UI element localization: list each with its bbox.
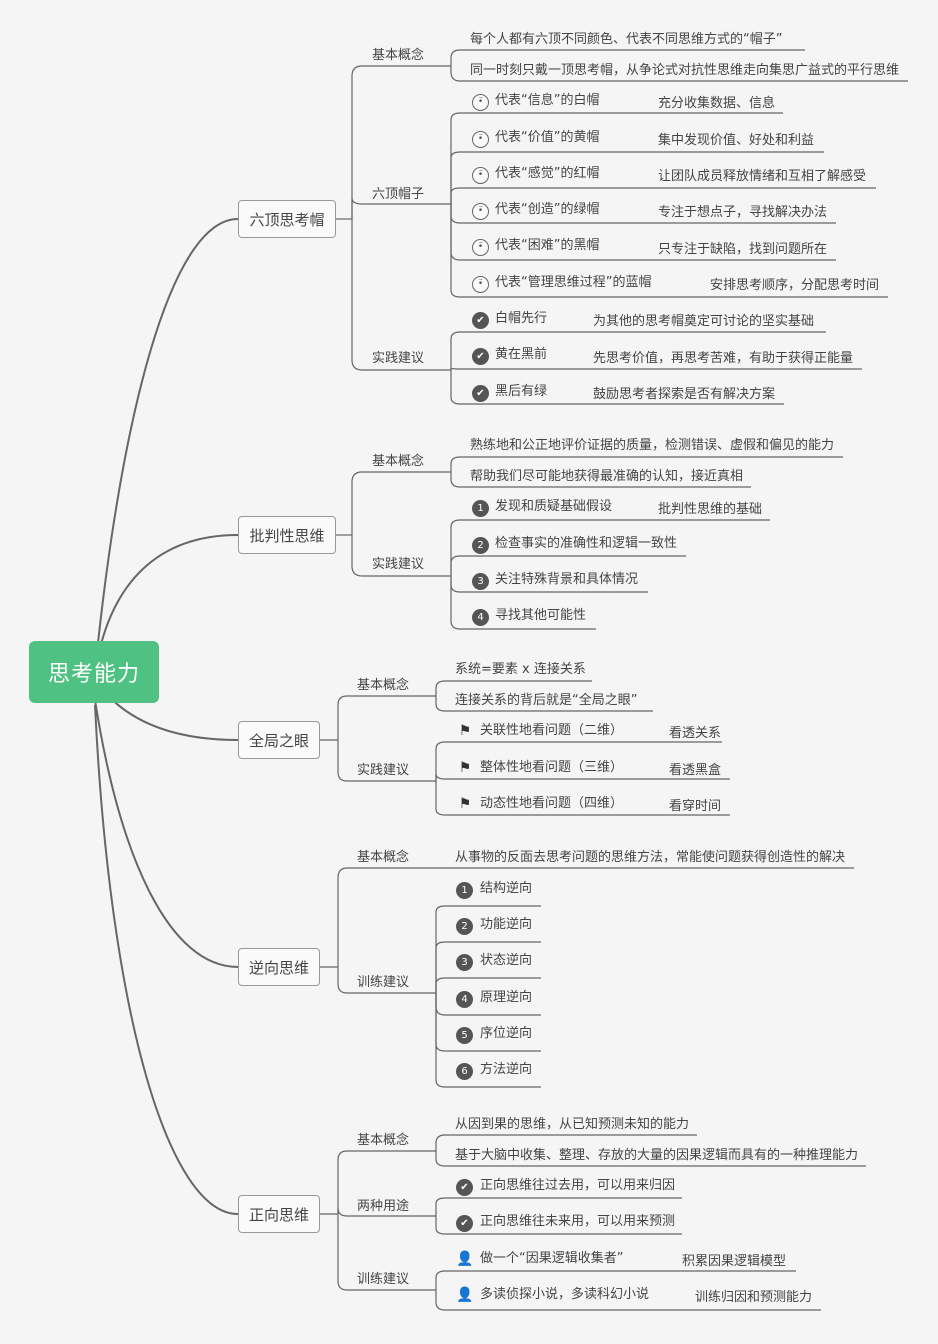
- b5-uses-label[interactable]: 两种用途: [357, 1199, 410, 1214]
- b1-hats-label[interactable]: 六顶帽子: [372, 187, 425, 202]
- hat-note-white[interactable]: 充分收集数据、信息: [658, 96, 776, 111]
- number-badge-icon: 3: [456, 954, 473, 971]
- b5-training-note-2[interactable]: 训练归因和预测能力: [695, 1290, 813, 1305]
- b2-practice-item-4[interactable]: 寻找其他可能性: [495, 608, 587, 623]
- practice-item-2[interactable]: 黄在黑前: [495, 347, 548, 362]
- number-badge-icon: 6: [456, 1063, 473, 1080]
- hat-item-red[interactable]: 代表“感觉”的红帽: [495, 166, 600, 181]
- branch-reverse-thinking[interactable]: 逆向思维: [238, 948, 320, 986]
- b4-training-item-2[interactable]: 功能逆向: [480, 917, 533, 932]
- b5-training-note-1[interactable]: 积累因果逻辑模型: [682, 1254, 787, 1269]
- practice-item-1[interactable]: 白帽先行: [495, 311, 548, 326]
- practice-note-2[interactable]: 先思考价值，再思考苦难，有助于获得正能量: [593, 351, 854, 366]
- hat-item-white[interactable]: 代表“信息”的白帽: [495, 93, 600, 108]
- number-badge-icon: 3: [472, 573, 489, 590]
- sad-face-icon: •̈: [472, 131, 489, 148]
- branch-six-hats[interactable]: 六顶思考帽: [238, 200, 336, 238]
- hat-note-red[interactable]: 让团队成员释放情绪和互相了解感受: [658, 169, 867, 184]
- root-topic[interactable]: 思考能力: [29, 641, 159, 703]
- checkmark-icon: ✔: [472, 312, 489, 329]
- number-badge-icon: 2: [456, 918, 473, 935]
- b2-practice-item-2[interactable]: 检查事实的准确性和逻辑一致性: [495, 536, 678, 551]
- b2-practice-item-3[interactable]: 关注特殊背景和具体情况: [495, 572, 639, 587]
- neutral-face-icon: •̈: [472, 276, 489, 293]
- hat-item-green[interactable]: 代表“创造”的绿帽: [495, 202, 600, 217]
- b5-use-item-2[interactable]: 正向思维往未来用，可以用来预测: [480, 1214, 676, 1229]
- neutral-face-icon: •̈: [472, 167, 489, 184]
- b4-training-item-4[interactable]: 原理逆向: [480, 990, 533, 1005]
- b3-practice-note-1[interactable]: 看透关系: [669, 726, 722, 741]
- hat-item-blue[interactable]: 代表“管理思维过程”的蓝帽: [495, 275, 652, 290]
- b5-training-item-1[interactable]: 做一个“因果逻辑收集者”: [480, 1251, 624, 1266]
- number-badge-icon: 1: [456, 882, 473, 899]
- number-badge-icon: 5: [456, 1027, 473, 1044]
- b2-concept-label[interactable]: 基本概念: [372, 454, 425, 469]
- b4-concept-text[interactable]: 从事物的反面去思考问题的思维方法，常能使问题获得创造性的解决: [455, 850, 846, 865]
- practice-item-3[interactable]: 黑后有绿: [495, 384, 548, 399]
- hat-note-black[interactable]: 只专注于缺陷，找到问题所在: [658, 242, 828, 257]
- branch-forward-thinking[interactable]: 正向思维: [238, 1195, 320, 1233]
- flag-icon: ⚑: [458, 723, 472, 739]
- b3-practice-item-1[interactable]: 关联性地看问题（二维）: [480, 723, 624, 738]
- b4-training-item-3[interactable]: 状态逆向: [480, 953, 533, 968]
- b4-training-item-6[interactable]: 方法逆向: [480, 1062, 533, 1077]
- person-icon: 👤: [456, 1287, 474, 1303]
- neutral-face-icon: •̈: [472, 94, 489, 111]
- b4-concept-label[interactable]: 基本概念: [357, 850, 410, 865]
- b1-concept-label[interactable]: 基本概念: [372, 48, 425, 63]
- hat-note-yellow[interactable]: 集中发现价值、好处和利益: [658, 133, 815, 148]
- b1-concept-item-1[interactable]: 每个人都有六顶不同颜色、代表不同思维方式的“帽子”: [470, 32, 783, 47]
- b3-concept-item-1[interactable]: 系统=要素 x 连接关系: [455, 662, 586, 677]
- checkmark-icon: ✔: [456, 1215, 473, 1232]
- b4-training-item-5[interactable]: 序位逆向: [480, 1026, 533, 1041]
- b5-training-item-2[interactable]: 多读侦探小说，多读科幻小说: [480, 1287, 650, 1302]
- hat-item-black[interactable]: 代表“困难”的黑帽: [495, 238, 600, 253]
- checkmark-icon: ✔: [472, 348, 489, 365]
- branch-global-eye[interactable]: 全局之眼: [238, 721, 320, 759]
- b2-concept-item-2[interactable]: 帮助我们尽可能地获得最准确的认知，接近真相: [470, 469, 744, 484]
- b1-practice-label[interactable]: 实践建议: [372, 351, 425, 366]
- b2-practice-note-1[interactable]: 批判性思维的基础: [658, 502, 763, 517]
- practice-note-1[interactable]: 为其他的思考帽奠定可讨论的坚实基础: [593, 314, 815, 329]
- checkmark-icon: ✔: [456, 1179, 473, 1196]
- hat-item-yellow[interactable]: 代表“价值”的黄帽: [495, 130, 600, 145]
- neutral-face-icon: •̈: [472, 203, 489, 220]
- b3-concept-item-2[interactable]: 连接关系的背后就是“全局之眼”: [455, 693, 638, 708]
- b3-concept-label[interactable]: 基本概念: [357, 678, 410, 693]
- checkmark-icon: ✔: [472, 385, 489, 402]
- b5-concept-item-2[interactable]: 基于大脑中收集、整理、存放的大量的因果逻辑而具有的一种推理能力: [455, 1148, 859, 1163]
- b2-practice-label[interactable]: 实践建议: [372, 557, 425, 572]
- flag-icon: ⚑: [458, 796, 472, 812]
- b3-practice-label[interactable]: 实践建议: [357, 763, 410, 778]
- sad-face-icon: •̈: [472, 239, 489, 256]
- b4-training-item-1[interactable]: 结构逆向: [480, 881, 533, 896]
- b4-training-label[interactable]: 训练建议: [357, 975, 410, 990]
- hat-note-green[interactable]: 专注于想点子，寻找解决办法: [658, 205, 828, 220]
- b5-use-item-1[interactable]: 正向思维往过去用，可以用来归因: [480, 1178, 676, 1193]
- number-badge-icon: 4: [472, 609, 489, 626]
- b2-concept-item-1[interactable]: 熟练地和公正地评价证据的质量，检测错误、虚假和偏见的能力: [470, 438, 835, 453]
- b5-training-label[interactable]: 训练建议: [357, 1272, 410, 1287]
- b3-practice-note-2[interactable]: 看透黑盒: [669, 763, 722, 778]
- b3-practice-item-3[interactable]: 动态性地看问题（四维）: [480, 796, 624, 811]
- b2-practice-item-1[interactable]: 发现和质疑基础假设: [495, 499, 613, 514]
- person-icon: 👤: [456, 1251, 474, 1267]
- b5-concept-item-1[interactable]: 从因到果的思维，从已知预测未知的能力: [455, 1117, 690, 1132]
- flag-icon: ⚑: [458, 760, 472, 776]
- hat-note-blue[interactable]: 安排思考顺序，分配思考时间: [710, 278, 880, 293]
- branch-critical-thinking[interactable]: 批判性思维: [238, 516, 336, 554]
- number-badge-icon: 2: [472, 537, 489, 554]
- b3-practice-note-3[interactable]: 看穿时间: [669, 799, 722, 814]
- b3-practice-item-2[interactable]: 整体性地看问题（三维）: [480, 760, 624, 775]
- b1-concept-item-2[interactable]: 同一时刻只戴一顶思考帽，从争论式对抗性思维走向集思广益式的平行思维: [470, 63, 900, 78]
- number-badge-icon: 1: [472, 500, 489, 517]
- practice-note-3[interactable]: 鼓励思考者探索是否有解决方案: [593, 387, 776, 402]
- number-badge-icon: 4: [456, 991, 473, 1008]
- b5-concept-label[interactable]: 基本概念: [357, 1133, 410, 1148]
